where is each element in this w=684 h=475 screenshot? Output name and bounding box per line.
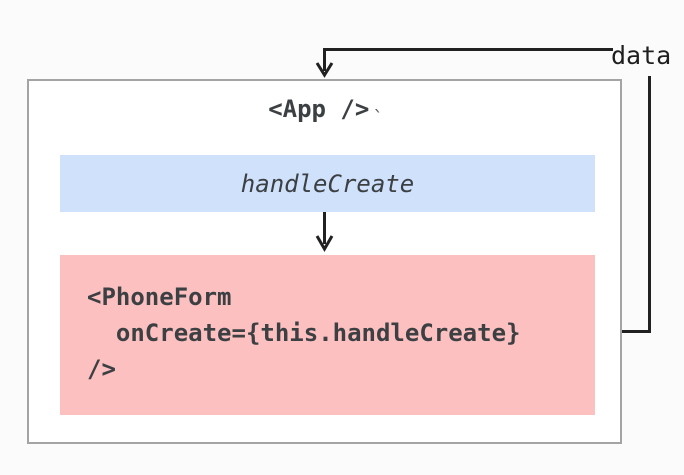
code-line: onCreate={this.handleCreate} xyxy=(87,319,521,347)
arrow-down-to-phone-form-icon xyxy=(315,212,334,253)
connector-line-right xyxy=(648,76,651,333)
connector-line-top xyxy=(323,48,613,51)
app-title: <App />` xyxy=(29,95,620,129)
app-title-tick: ` xyxy=(372,107,384,129)
phone-form-box: <PhoneForm onCreate={this.handleCreate} … xyxy=(60,255,595,415)
handle-create-box: handleCreate xyxy=(60,155,595,212)
app-component-box: <App />` handleCreate <PhoneForm onCreat… xyxy=(27,79,622,444)
app-title-text: <App /> xyxy=(268,95,370,123)
arrow-down-into-app-icon xyxy=(315,48,334,78)
code-line: /> xyxy=(87,355,116,383)
data-label: data xyxy=(611,41,672,70)
handle-create-label: handleCreate xyxy=(240,169,415,198)
code-line: <PhoneForm xyxy=(87,283,232,311)
